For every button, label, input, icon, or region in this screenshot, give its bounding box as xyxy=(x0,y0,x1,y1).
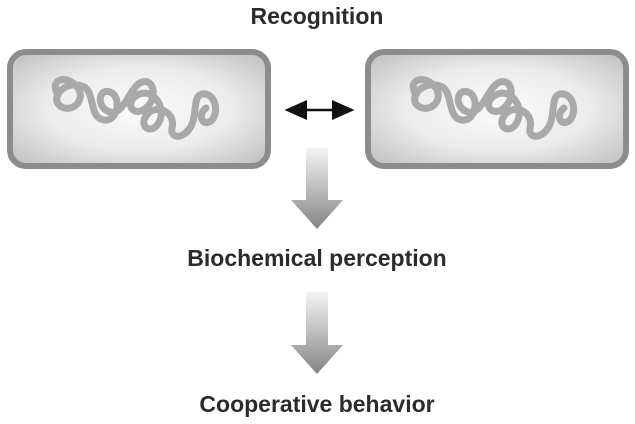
right-dna-icon xyxy=(410,76,578,140)
cooperative-behavior-label: Cooperative behavior xyxy=(199,391,434,417)
right-cell xyxy=(365,49,629,169)
recognition-label: Recognition xyxy=(251,3,384,29)
biochemical-perception-label: Biochemical perception xyxy=(187,245,446,271)
left-dna-icon xyxy=(52,76,220,140)
downward-gradient-arrow-icon xyxy=(291,148,343,229)
left-cell xyxy=(7,49,271,169)
downward-gradient-arrow-icon xyxy=(291,292,343,374)
